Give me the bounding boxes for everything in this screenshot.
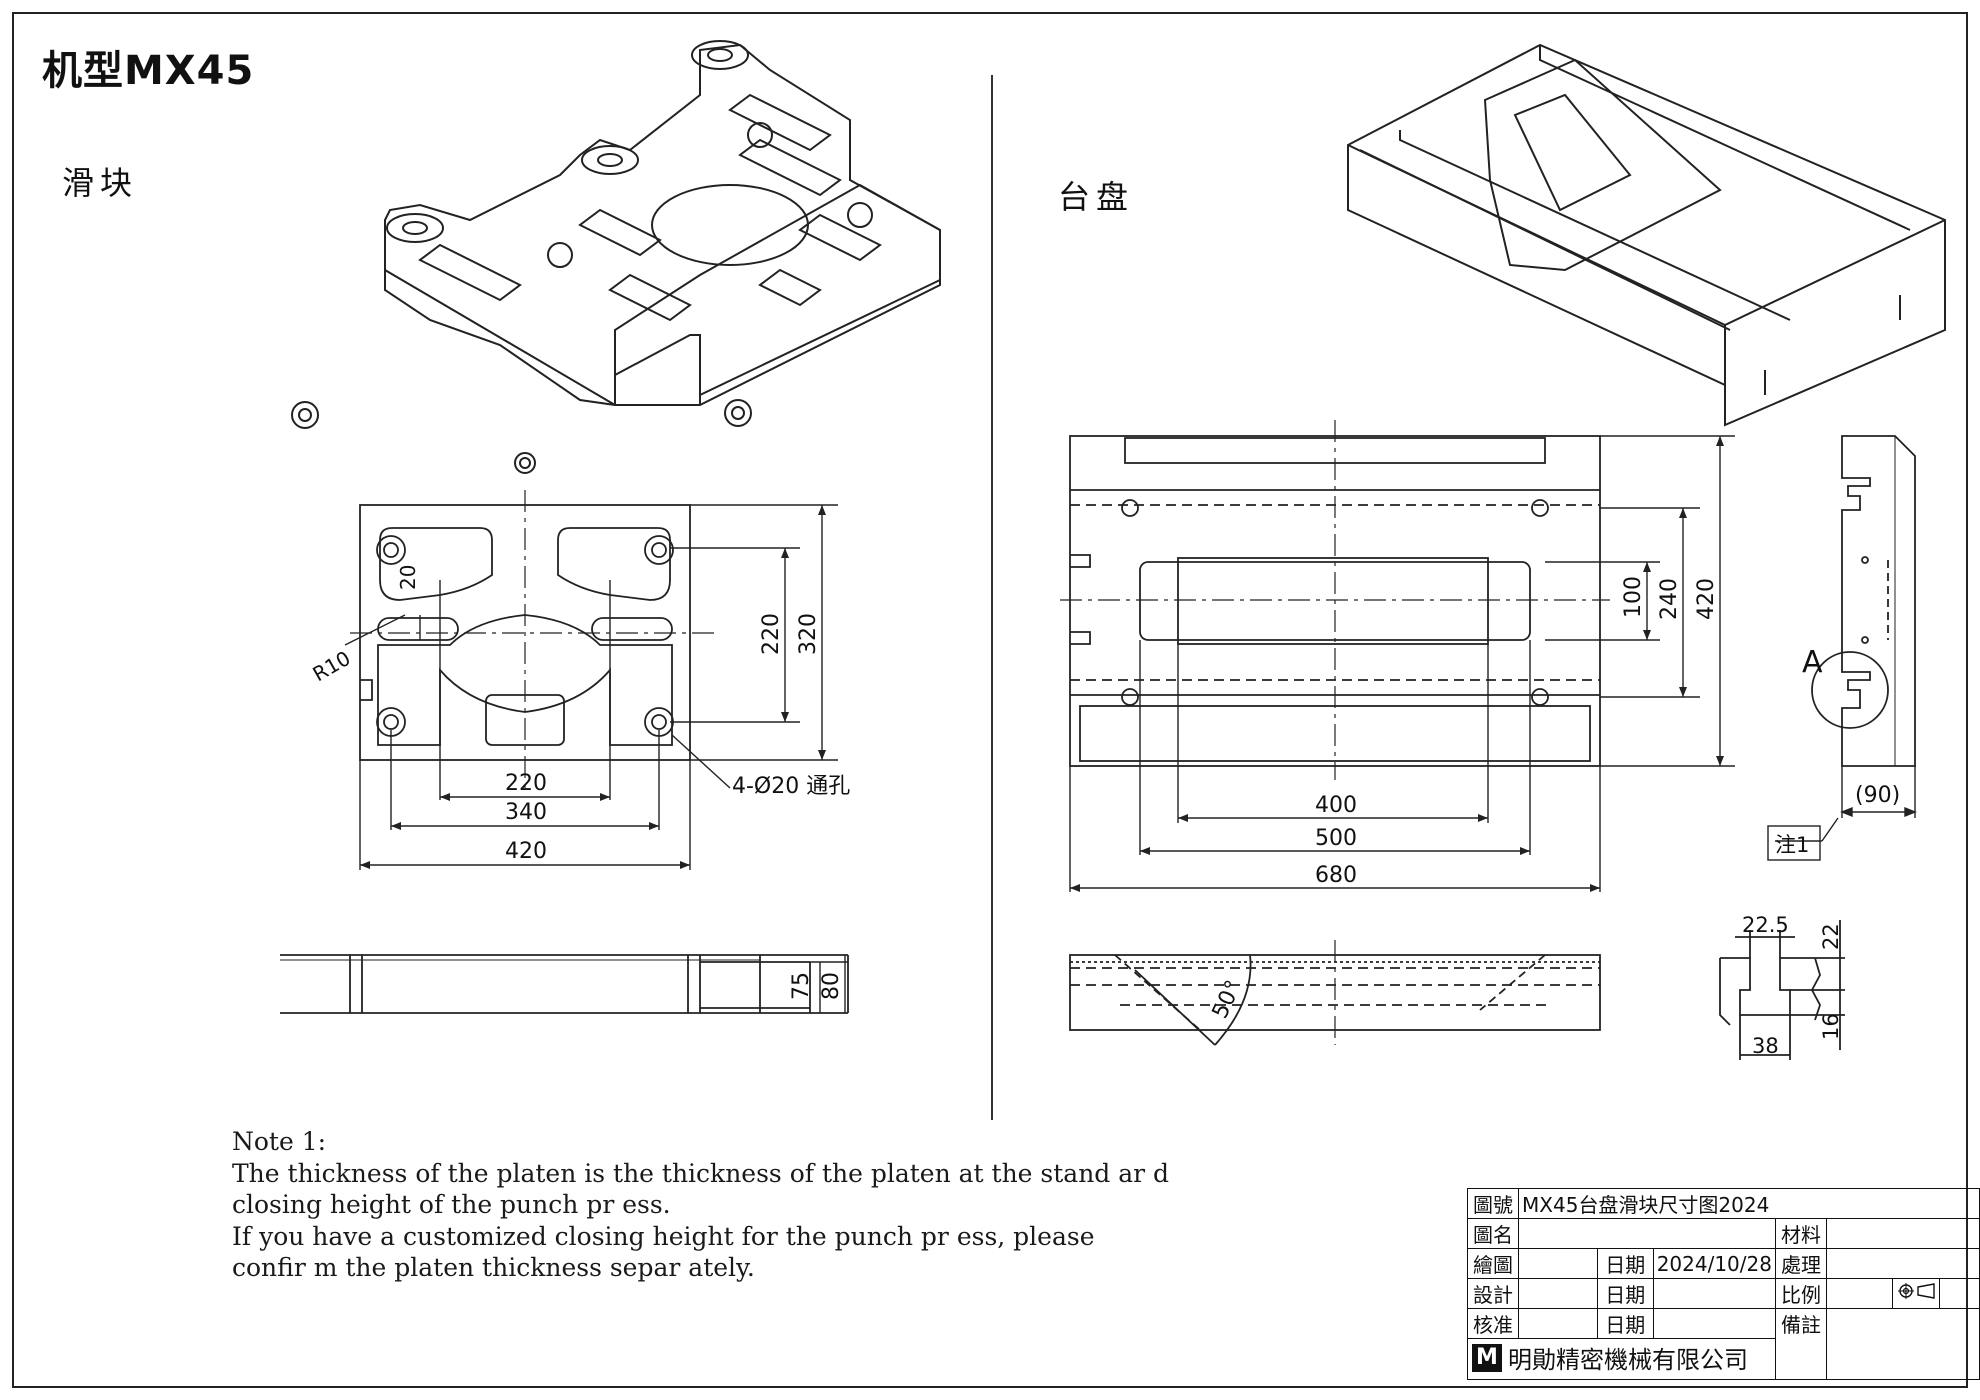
dim-slider-20: 20 bbox=[396, 565, 420, 590]
note-heading: Note 1: bbox=[232, 1127, 327, 1156]
company-logo-icon: M bbox=[1472, 1343, 1502, 1372]
tb-scale-value bbox=[1826, 1278, 1893, 1309]
platen-section-label: 台盘 bbox=[1058, 178, 1135, 216]
dim-platen-angle: 50° bbox=[1208, 977, 1247, 1023]
dim-platen-500: 500 bbox=[1315, 826, 1357, 851]
dim-platen-420: 420 bbox=[1694, 578, 1719, 620]
slider-side-view bbox=[280, 954, 849, 1014]
tb-date-value: 2024/10/28 bbox=[1652, 1248, 1776, 1279]
slider-hole-callout: 4-Ø20 通孔 bbox=[732, 774, 850, 799]
tb-drawing-no: MX45台盘滑块尺寸图2024 bbox=[1518, 1188, 1980, 1219]
dim-slider-420: 420 bbox=[505, 839, 547, 864]
tb-company-cell bbox=[1467, 1338, 1776, 1380]
tb-name-label: 圖名 bbox=[1466, 1218, 1520, 1249]
dim-tslot-38: 38 bbox=[1752, 1034, 1779, 1058]
tb-scale-extra bbox=[1938, 1278, 1980, 1309]
platen-end-dimensions bbox=[1767, 766, 1917, 861]
dim-platen-90: (90) bbox=[1855, 783, 1900, 808]
platen-side-view bbox=[1069, 940, 1601, 1046]
slider-side-dimensions bbox=[810, 955, 848, 1013]
slider-plan-view bbox=[350, 490, 720, 790]
page-title: 机型MX45 bbox=[42, 48, 255, 94]
company-name: 明勛精密機械有限公司 bbox=[1508, 1346, 1748, 1374]
dim-tslot-22-5: 22.5 bbox=[1742, 913, 1789, 937]
dim-platen-240: 240 bbox=[1657, 578, 1682, 620]
tb-approve-label: 核准 bbox=[1466, 1308, 1520, 1339]
dim-slider-220-horizontal: 220 bbox=[505, 771, 547, 796]
tb-projection-symbol-cell bbox=[1891, 1278, 1940, 1309]
sheet-border bbox=[12, 12, 1968, 1388]
tb-process-value bbox=[1826, 1248, 1980, 1279]
platen-end-view bbox=[1811, 435, 1916, 767]
section-marker-a: A bbox=[1802, 645, 1823, 680]
note-line: The thickness of the platen is the thick… bbox=[232, 1158, 1170, 1188]
platen-plan-arrows bbox=[1070, 436, 1724, 892]
dim-tslot-22: 22 bbox=[1819, 923, 1843, 950]
note-block: Note 1: The thickness of the platen is t… bbox=[232, 1126, 1170, 1284]
tb-date-label: 日期 bbox=[1596, 1308, 1654, 1339]
title-block: 圖號 MX45台盘滑块尺寸图2024 圖名 材料 繪圖 日期 2024/10/2… bbox=[1466, 1188, 1980, 1380]
tb-date-label: 日期 bbox=[1596, 1248, 1654, 1279]
dim-slider-80: 80 bbox=[819, 972, 844, 1000]
first-angle-projection-icon bbox=[1897, 1283, 1935, 1299]
tb-name-value bbox=[1518, 1218, 1776, 1249]
tb-design-label: 設計 bbox=[1466, 1278, 1520, 1309]
dim-slider-r10: R10 bbox=[309, 646, 355, 686]
slider-section-label: 滑块 bbox=[62, 164, 139, 202]
company-block: M 明勛精密機械有限公司 bbox=[1472, 1340, 1748, 1375]
tb-process-label: 處理 bbox=[1774, 1248, 1828, 1279]
slider-isometric-view bbox=[384, 40, 941, 406]
tb-drawn-value bbox=[1518, 1248, 1598, 1279]
tb-design-value bbox=[1518, 1278, 1598, 1309]
tb-material-label: 材料 bbox=[1774, 1218, 1828, 1249]
slider-plan-arrows bbox=[360, 505, 826, 869]
dim-slider-340: 340 bbox=[505, 800, 547, 825]
note-reference: 注1 bbox=[1775, 833, 1809, 857]
tb-drawing-no-label: 圖號 bbox=[1466, 1188, 1520, 1219]
dim-slider-320: 320 bbox=[796, 613, 821, 655]
tb-material-value bbox=[1826, 1218, 1980, 1249]
note-line: confir m the platen thickness separ atel… bbox=[232, 1253, 755, 1282]
tb-approve-value bbox=[1518, 1308, 1598, 1339]
dim-slider-220-vertical: 220 bbox=[759, 613, 784, 655]
tb-design-date-value bbox=[1652, 1278, 1776, 1309]
dim-tslot-16: 16 bbox=[1819, 1013, 1843, 1040]
lifting-eye-markers bbox=[291, 399, 752, 474]
dim-platen-100: 100 bbox=[1621, 576, 1646, 618]
tb-approve-date-value bbox=[1652, 1308, 1776, 1339]
tb-drawn-label: 繪圖 bbox=[1466, 1248, 1520, 1279]
note-line: closing height of the punch pr ess. bbox=[232, 1190, 671, 1219]
tb-remarks-label: 備註 bbox=[1774, 1308, 1828, 1380]
tslot-detail bbox=[1719, 920, 1845, 1060]
tb-scale-label: 比例 bbox=[1774, 1278, 1828, 1309]
tb-remarks-value bbox=[1826, 1308, 1980, 1380]
dim-platen-400: 400 bbox=[1315, 793, 1357, 818]
platen-isometric-view bbox=[1347, 43, 1946, 427]
dim-slider-75: 75 bbox=[789, 972, 814, 1000]
platen-plan-dimensions bbox=[1069, 435, 1735, 892]
dim-platen-680: 680 bbox=[1315, 863, 1357, 888]
platen-plan-view bbox=[1060, 420, 1610, 780]
slider-plan-dimensions bbox=[344, 504, 838, 870]
tb-date-label: 日期 bbox=[1596, 1278, 1654, 1309]
note-line: If you have a customized closing height … bbox=[232, 1221, 1095, 1251]
